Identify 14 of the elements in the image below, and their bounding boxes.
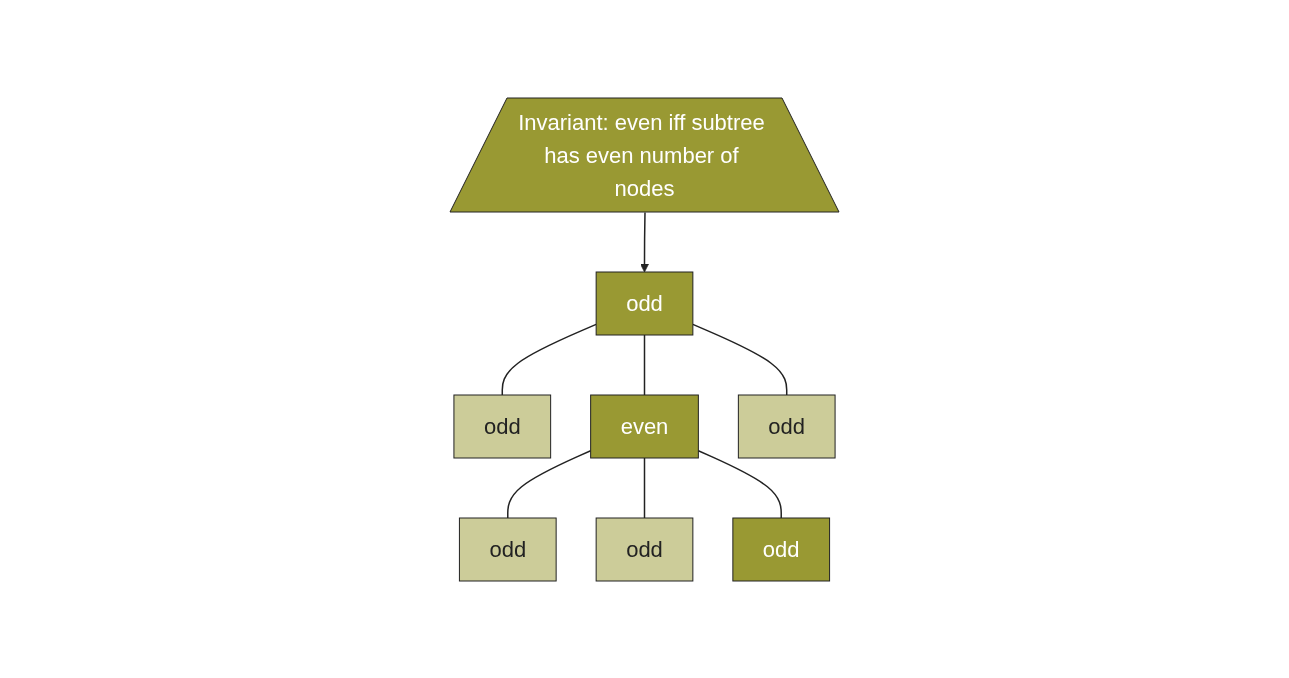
connector (692, 323, 788, 396)
node-box: odd (453, 394, 552, 458)
connector (507, 449, 592, 519)
connector (697, 449, 782, 519)
connector (501, 323, 597, 396)
node-box: odd (595, 517, 694, 581)
connector (643, 456, 646, 519)
node-box: odd (732, 517, 831, 581)
node-box: odd (737, 394, 836, 458)
node-box: odd (595, 271, 694, 335)
connector (643, 333, 646, 396)
node-box: even (590, 394, 699, 458)
node-box: odd (458, 517, 557, 581)
arrow (640, 211, 649, 272)
